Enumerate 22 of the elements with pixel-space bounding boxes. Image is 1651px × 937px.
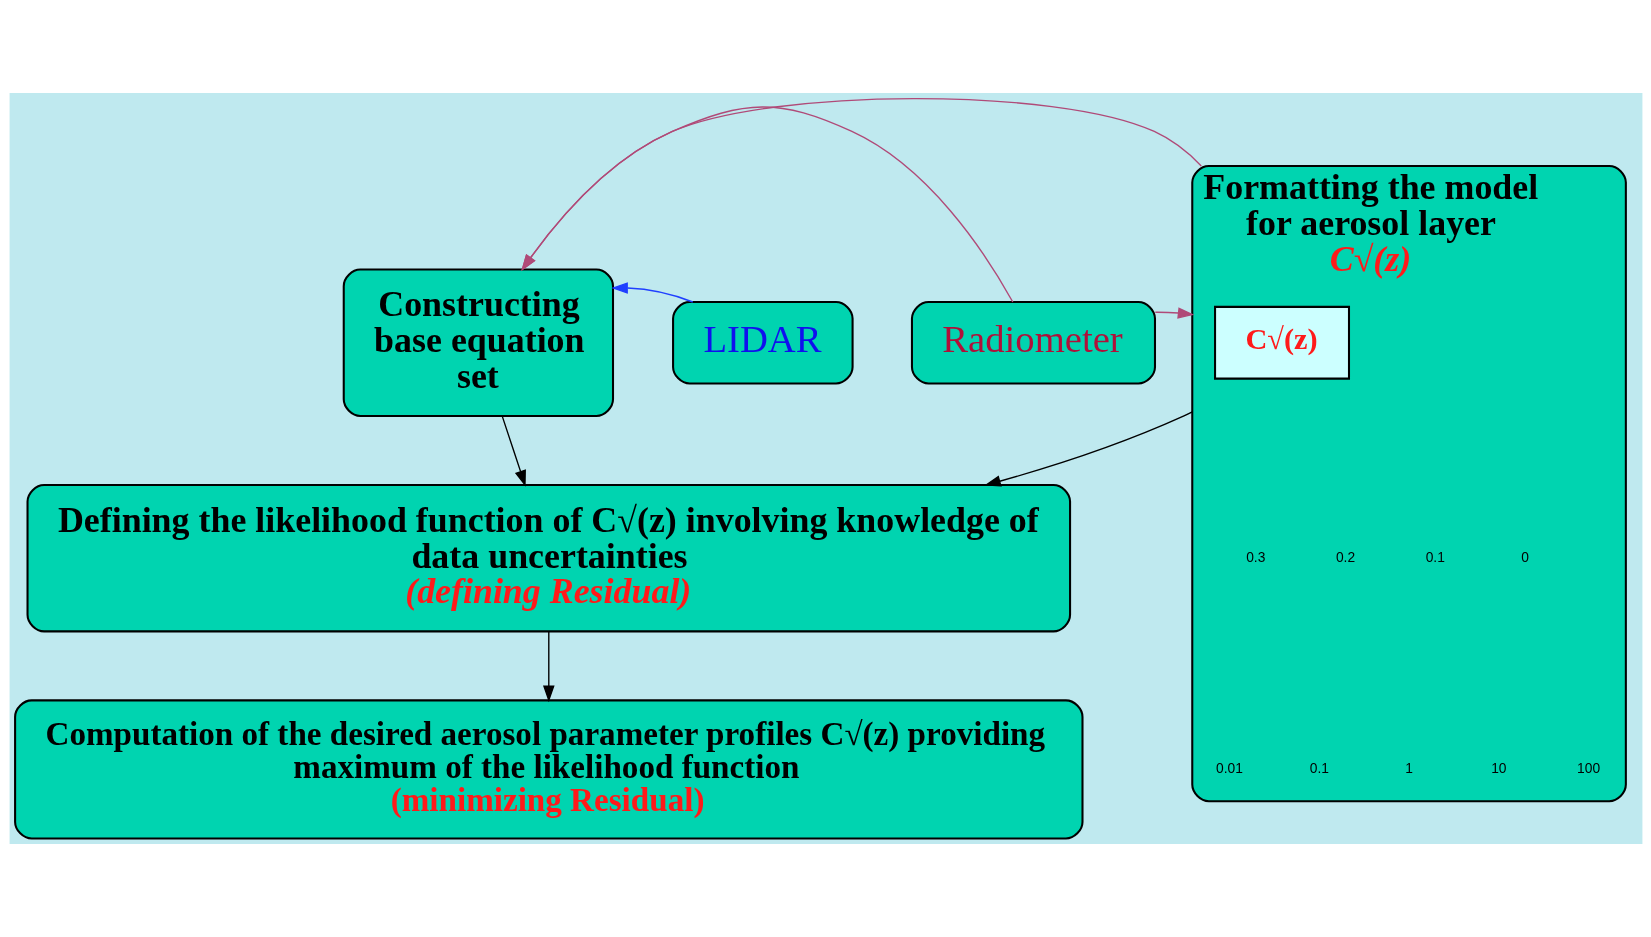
label: 100 (1576, 760, 1600, 776)
label: 1 (1404, 760, 1413, 776)
label: 0.01 (1215, 760, 1243, 776)
node-box: Constructing base equation set (342, 268, 614, 417)
node-box: LIDAR (671, 301, 854, 385)
label: 0.1 (1425, 549, 1445, 565)
arrow (983, 411, 1193, 487)
arrow (501, 415, 526, 487)
arrow (520, 97, 1202, 271)
label: 10 (1490, 760, 1506, 776)
node-box: Defining the likelihood function of C√(z) involving knowledge of data uncertainties (defining Residual) (26, 483, 1071, 633)
label: 0.1 (1309, 760, 1329, 776)
arrow (1154, 307, 1194, 319)
label: 0 (1520, 549, 1529, 565)
node-box: Radiometer (910, 301, 1156, 385)
node-box: C√(z) (1213, 305, 1350, 380)
node-box: Computation of the desired aerosol parameter profiles C√(z) providing maximum of the likelihood function (minimizing Residual) (13, 699, 1084, 840)
arrow (610, 282, 693, 303)
arrow (542, 631, 555, 703)
arrow (520, 106, 1013, 303)
label: 0.2 (1335, 549, 1355, 565)
label: 0.3 (1245, 549, 1265, 565)
